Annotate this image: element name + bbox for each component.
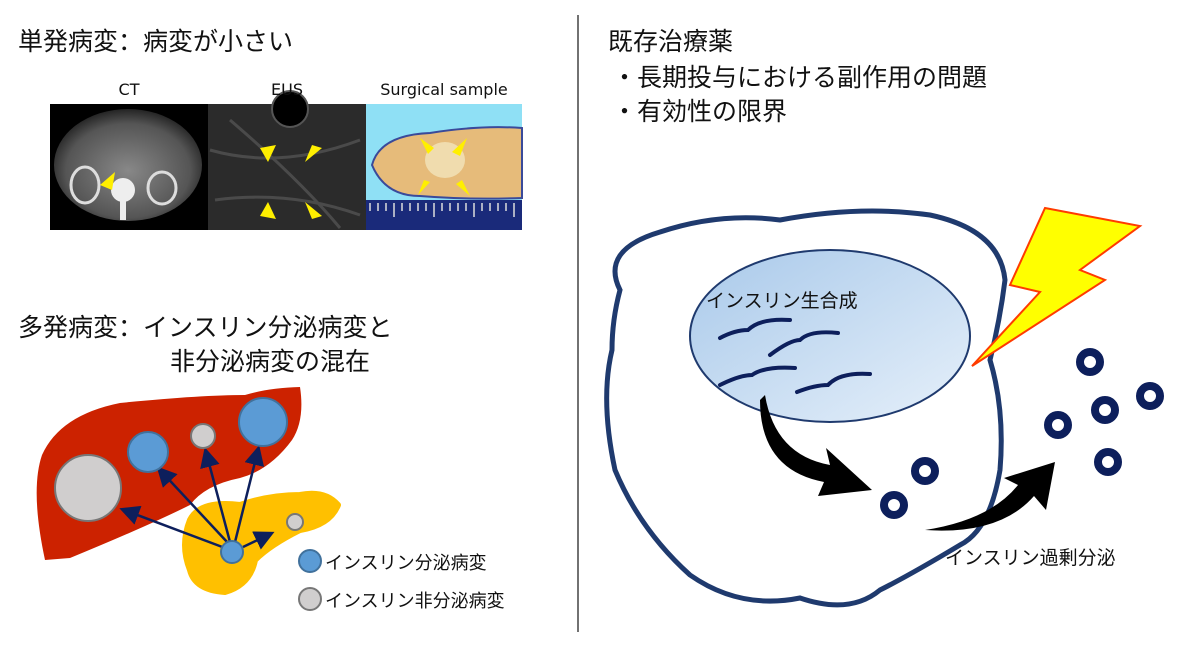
- non-secreting-lesion: [54, 454, 122, 522]
- existing-drugs-title: 既存治療薬: [608, 27, 734, 56]
- single-lesion-title: 単発病変：病変が小さい: [18, 27, 294, 56]
- secreting-lesion: [127, 431, 169, 473]
- beta-cell-outline: [604, 208, 1008, 608]
- eus-image: [208, 90, 366, 230]
- legend-secreting-marker: [298, 549, 322, 573]
- insulin-granules: [880, 348, 1164, 519]
- synthesis-arrow: [760, 395, 872, 496]
- non-secreting-lesion: [190, 423, 216, 449]
- secreting-lesion: [238, 397, 288, 447]
- primary-secreting-lesion: [220, 540, 244, 564]
- nucleus: [689, 249, 971, 423]
- legend-non-secreting-label: インスリン非分泌病変: [325, 591, 505, 612]
- secretion-arrow: [925, 462, 1055, 531]
- mrna-strands: [718, 317, 872, 394]
- metastasis-arrows: [119, 445, 275, 550]
- multiple-lesion-title: 多発病変：インスリン分泌病変と: [18, 313, 393, 342]
- surgical-sample-image: [366, 104, 523, 230]
- ct-image: [50, 104, 208, 230]
- image-label-surgical: Surgical sample: [380, 80, 508, 99]
- image-label-ct: CT: [118, 80, 140, 99]
- image-label-eus: EUS: [271, 80, 303, 99]
- legend-secreting-label: インスリン分泌病変: [325, 553, 487, 574]
- lightning-bolt-icon: [971, 206, 1143, 367]
- arrowhead-marker: [100, 172, 115, 190]
- bullet-side-effects: ・長期投与における副作用の問題: [612, 63, 988, 92]
- multiple-lesion-title-line2: 非分泌病変の混在: [170, 347, 371, 376]
- nucleus-label: インスリン生合成: [706, 290, 858, 312]
- legend-non-secreting-marker: [298, 587, 322, 611]
- non-secreting-lesion: [286, 513, 304, 531]
- secretion-label: インスリン過剰分泌: [945, 547, 1116, 569]
- bullet-efficacy-limit: ・有効性の限界: [612, 97, 788, 126]
